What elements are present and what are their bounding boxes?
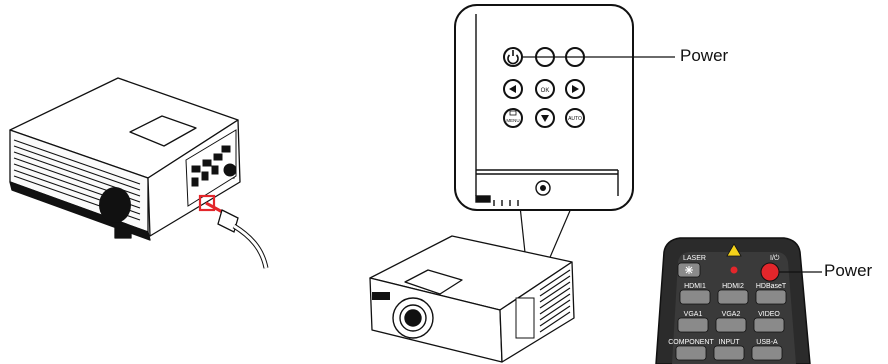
- panel-key-down[interactable]: [536, 109, 554, 127]
- remote-key-grid: HDMI1 HDMI2 HDBaseT VGA1 VGA2 VIDEO COMPONENT I…: [668, 283, 787, 360]
- power-symbol-label: I/⏻: [770, 254, 780, 262]
- remote-key-hdmi2[interactable]: HDMI2: [718, 283, 748, 304]
- projector-lens: [393, 298, 433, 338]
- status-led: [731, 267, 738, 274]
- remote-key-label: HDMI2: [722, 283, 744, 290]
- remote-key-label: USB-A: [756, 339, 778, 346]
- control-panel-magnifier: [455, 5, 633, 210]
- ok-key-label: OK: [541, 88, 550, 94]
- remote-key-hdmi1[interactable]: HDMI1: [680, 283, 710, 304]
- remote-power-callout: Power: [824, 261, 872, 281]
- power-cord: [218, 210, 266, 268]
- remote-key-label: VIDEO: [758, 311, 780, 318]
- remote-key-label: VGA1: [684, 311, 703, 318]
- panel-power-callout: Power: [680, 46, 728, 66]
- panel-key-right[interactable]: [566, 80, 584, 98]
- remote-key-label: HDBaseT: [756, 283, 787, 290]
- menu-key-label: MENU: [506, 118, 519, 123]
- projector-control-panel: [516, 298, 534, 338]
- ir-sensor-dot: [540, 185, 546, 191]
- remote-key-video[interactable]: VIDEO: [754, 311, 784, 332]
- remote-key-label: VGA2: [722, 311, 741, 318]
- panel-key-left[interactable]: [504, 80, 522, 98]
- laser-burst-icon: [685, 266, 693, 274]
- remote-key-label: COMPONENT: [668, 339, 714, 346]
- remote-key-hdbaset[interactable]: HDBaseT: [756, 283, 787, 304]
- remote-key-label: INPUT: [719, 339, 741, 346]
- front-speaker: [99, 187, 131, 223]
- panel-key-ok[interactable]: OK: [536, 80, 554, 98]
- remote-power-button[interactable]: [761, 263, 779, 281]
- remote-key-label: HDMI1: [684, 283, 706, 290]
- projector-front-view: [370, 236, 574, 362]
- panel-key-menu[interactable]: MENU: [504, 109, 522, 127]
- laser-button[interactable]: [678, 263, 700, 277]
- front-ir-window: [372, 292, 390, 300]
- auto-key-label: AUTO: [568, 116, 582, 122]
- panel-key-power[interactable]: [504, 48, 522, 66]
- panel-key-auto[interactable]: AUTO: [566, 109, 584, 127]
- remote-key-usb-a[interactable]: USB-A: [752, 339, 782, 360]
- laser-label: LASER: [683, 255, 706, 262]
